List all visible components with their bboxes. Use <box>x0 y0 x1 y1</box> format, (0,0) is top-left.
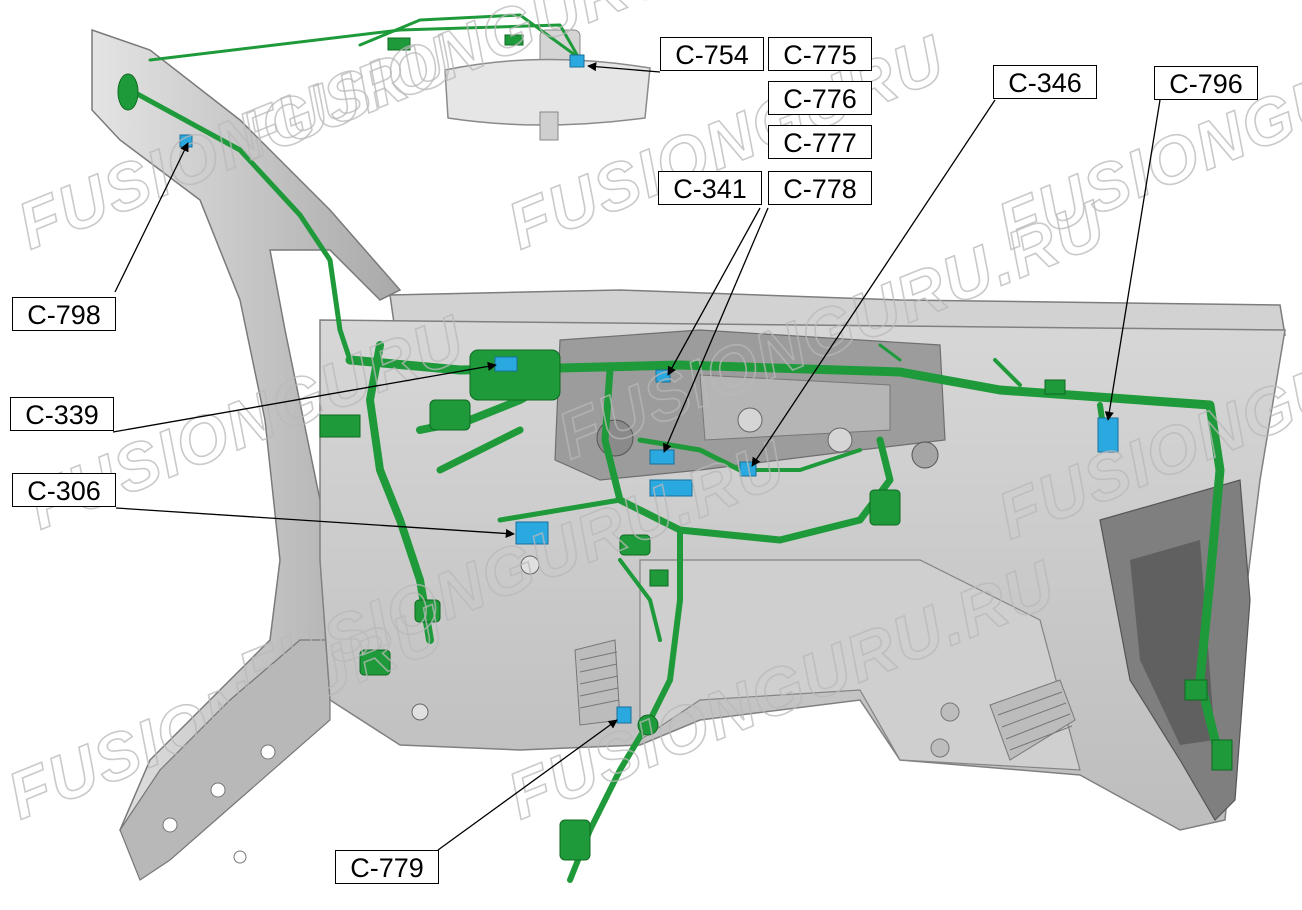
left-vent-grille <box>574 639 621 726</box>
callout-c796: C-796 <box>1154 66 1258 100</box>
callout-c339: C-339 <box>10 397 114 431</box>
connector-c754 <box>569 54 585 68</box>
connector-c339 <box>494 356 518 372</box>
rearview-mirror <box>444 29 651 141</box>
leader-lines <box>112 62 1161 851</box>
connector-c777 <box>649 479 693 497</box>
callout-c798: C-798 <box>12 297 116 331</box>
leader-c754 <box>587 62 661 73</box>
leader-c796 <box>1104 99 1161 421</box>
callout-c775: C-775 <box>768 37 872 71</box>
leader-c778 <box>663 207 769 453</box>
connector-c306 <box>515 521 549 545</box>
callout-c779: C-779 <box>335 850 439 884</box>
callout-c341: C-341 <box>658 171 762 205</box>
floor-tunnel <box>639 559 1081 771</box>
callout-c306: C-306 <box>12 473 116 507</box>
connector-c778 <box>649 449 675 465</box>
callout-c777: C-777 <box>768 125 872 159</box>
callout-c778: C-778 <box>768 171 872 205</box>
leader-c306 <box>115 507 515 539</box>
callout-c346: C-346 <box>993 65 1097 99</box>
right-vent-grille <box>989 679 1076 761</box>
leader-c798 <box>114 142 189 293</box>
connector-c779 <box>616 706 632 724</box>
callout-c776: C-776 <box>768 81 872 115</box>
leader-c341 <box>667 207 761 376</box>
leader-c346 <box>751 99 996 467</box>
leader-c339 <box>112 361 497 433</box>
connectors <box>179 54 1119 724</box>
connector-c341 <box>655 369 671 383</box>
leader-c779 <box>437 719 618 851</box>
callout-c754: C-754 <box>660 37 764 71</box>
